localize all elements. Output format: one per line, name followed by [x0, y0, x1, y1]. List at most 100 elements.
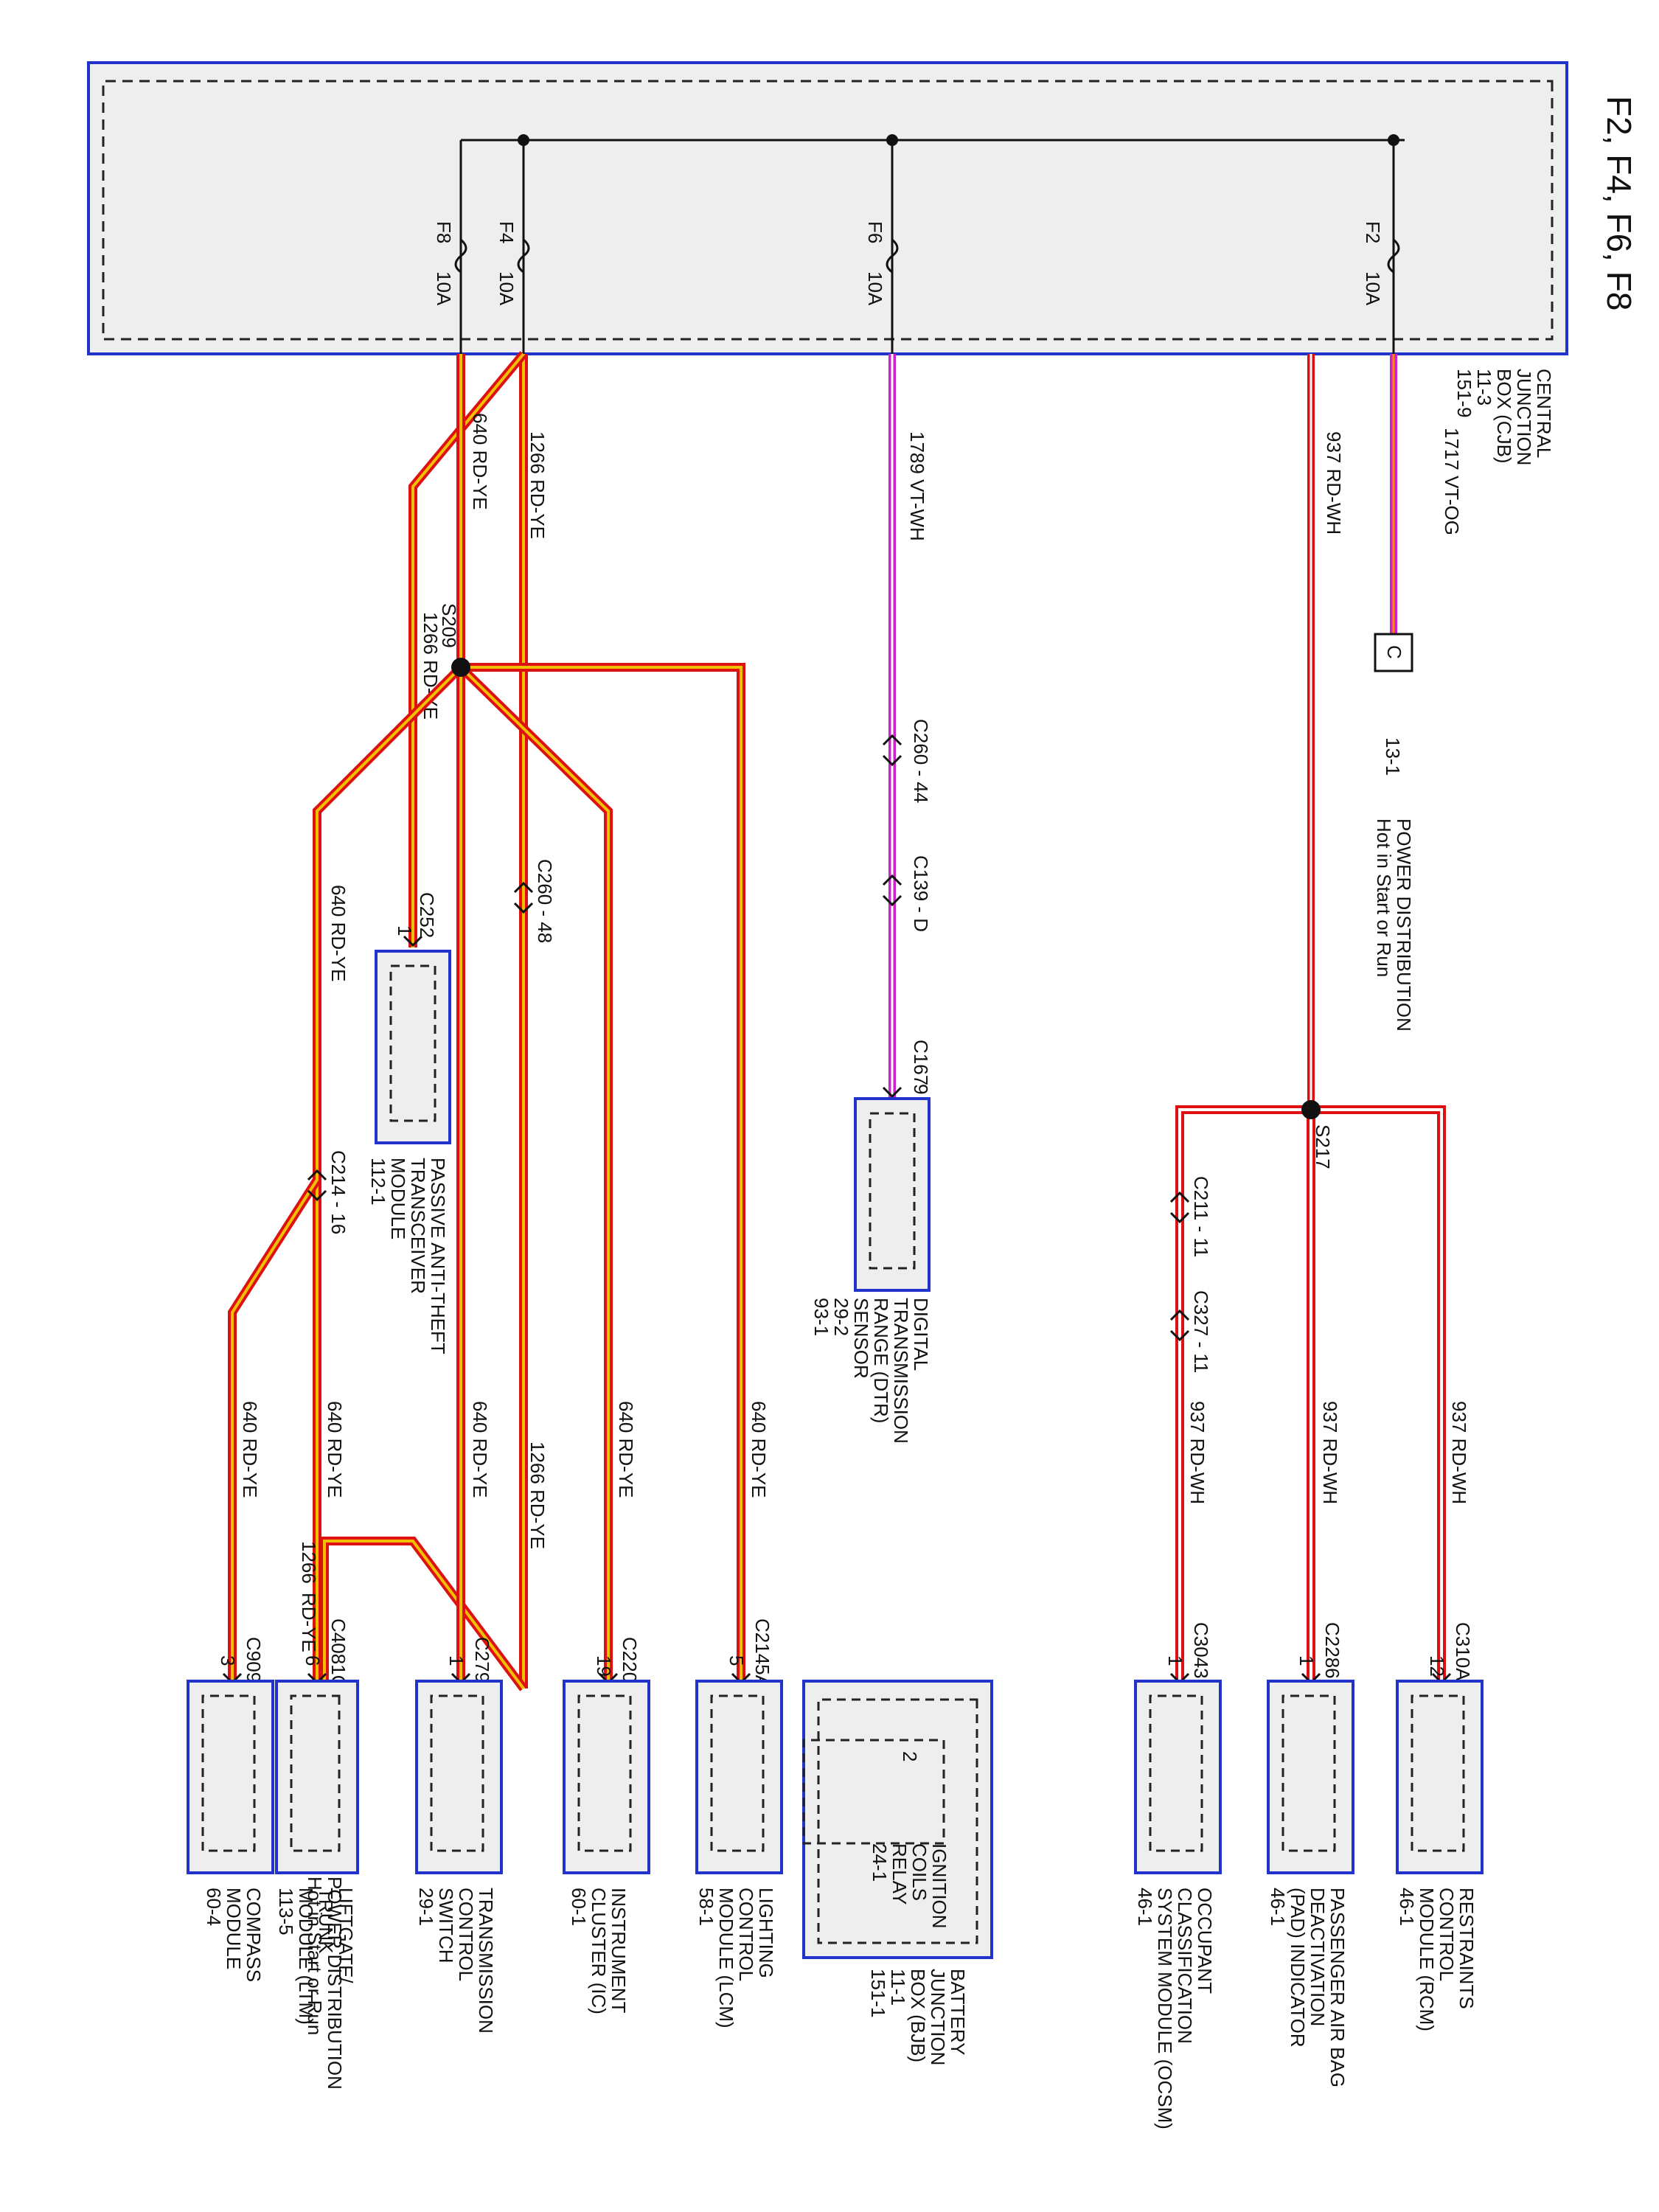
- fuse-rating: 10A: [433, 271, 455, 306]
- module-name-1: LIFTGATE/: [335, 1888, 357, 1983]
- module-name-3: MODULE (RCM): [1416, 1888, 1438, 2031]
- connector-c310a-pin: 12: [1426, 1655, 1448, 1677]
- relay-pin: 2: [899, 1751, 921, 1761]
- module-name-2: DEACTIVATION: [1307, 1888, 1329, 2026]
- module-pad: PASSENGER AIR BAG DEACTIVATION (PAD) IND…: [1267, 1680, 1354, 2087]
- wire-label-640-ltm: 640 RD-YE: [324, 1401, 346, 1498]
- module-name-2: JUNCTION: [927, 1969, 949, 2065]
- module-name-2: CLASSIFICATION: [1174, 1888, 1196, 2044]
- wire-label-1266-lower: 1266 RD-YE: [526, 1441, 549, 1549]
- flag-line1: POWER DISTRIBUTION: [1393, 818, 1415, 1032]
- connector-c3043: C3043: [1190, 1622, 1212, 1679]
- wire-1266-pats: 1266 RD-YE: [408, 351, 527, 947]
- wire-label: 1266 RD-YE: [526, 431, 549, 539]
- wire-label: 937 RD-WH: [1323, 431, 1345, 535]
- module-name-2: TRUNK: [315, 1888, 337, 1954]
- module-ref-1: 113-5: [275, 1888, 297, 1935]
- relay-name-1: IGNITION: [928, 1843, 950, 1929]
- module-name-2: CONTROL: [735, 1888, 757, 1981]
- relay-name-2: COILS: [908, 1843, 931, 1901]
- connector-c220: C220: [619, 1637, 641, 1683]
- module-name-3: SWITCH: [435, 1888, 457, 1964]
- module-ref-1: 46-1: [1134, 1888, 1156, 1926]
- module-ref-1: 60-1: [568, 1888, 590, 1926]
- module-ref-1: 58-1: [695, 1888, 717, 1926]
- page-title: F2, F4, F6, F8: [1600, 96, 1638, 310]
- connector-c252: C252: [416, 892, 438, 938]
- module-name-1: RESTRAINTS: [1455, 1888, 1478, 2009]
- fuse-name: F8: [433, 221, 455, 243]
- wire-640-compass: [228, 1177, 321, 1681]
- module-dtr: DIGITAL TRANSMISSION RANGE (DTR) SENSOR …: [810, 1097, 932, 1444]
- module-tcs: TRANSMISSION CONTROL SWITCH 29-1: [415, 1680, 503, 2034]
- connector-c220-pin: 19: [593, 1655, 615, 1677]
- connector-c252-pin: 1: [394, 925, 416, 936]
- module-pats: PASSIVE ANTI-THEFT TRANSCEIVER MODULE 11…: [367, 950, 451, 1354]
- flag-line2: Hot in Start or Run: [1373, 818, 1395, 977]
- wire-label-640-compass: 640 RD-YE: [239, 1401, 261, 1498]
- wire-640-ltm: 640 RD-YE: [313, 664, 465, 1681]
- wire-1266-p: [320, 1537, 527, 1696]
- module-name-3: BOX (BJB): [907, 1969, 929, 2062]
- module-name-2: CONTROL: [455, 1888, 477, 1981]
- module-name-1: PASSIVE ANTI-THEFT: [427, 1158, 449, 1354]
- module-name-3: MODULE: [387, 1158, 409, 1239]
- wire-937-rcm: [1311, 1105, 1446, 1681]
- connector-c909-pin: 3: [217, 1655, 239, 1666]
- module-name-2: CLUSTER (IC): [588, 1888, 610, 2014]
- connector-c260-48: C260 - 48: [534, 859, 556, 943]
- module-name-3: (PAD) INDICATOR: [1287, 1888, 1309, 2048]
- module-name-1: OCCUPANT: [1194, 1888, 1216, 1994]
- cjb-name-line1: CENTRAL: [1533, 369, 1555, 458]
- wire-1789: 1789 VT-WH: [888, 354, 928, 1099]
- fuse-rating: 10A: [1362, 271, 1384, 306]
- module-lcm: LIGHTING CONTROL MODULE (LCM) 58-1: [695, 1680, 783, 2028]
- central-junction-box: [87, 61, 1568, 355]
- connector-c3043-pin: 1: [1164, 1655, 1186, 1666]
- module-name-1: BATTERY: [947, 1969, 969, 2056]
- module-name-4: SENSOR: [850, 1298, 872, 1379]
- wire-label: 640 RD-YE: [327, 885, 349, 982]
- wire-label-937-pad: 937 RD-WH: [1319, 1401, 1341, 1504]
- module-name-3: MODULE (LCM): [715, 1888, 737, 2028]
- wire-label: 1717 VT-OG: [1441, 428, 1463, 535]
- splice-s209-label: S209: [438, 603, 460, 648]
- module-name-3: SYSTEM MODULE (OCSM): [1154, 1888, 1176, 2129]
- module-ltm: LIFTGATE/ TRUNK MODULE (LTM) 113-5: [275, 1680, 359, 2025]
- connector-c211-11: C211 - 11: [1190, 1176, 1212, 1257]
- wire-937: 937 RD-WH: [1307, 354, 1345, 1110]
- fuse-name: F6: [864, 221, 886, 243]
- module-name-2: CONTROL: [1436, 1888, 1458, 1981]
- connector-c279: C279: [471, 1637, 493, 1683]
- flag-line2: Hot in Start or Run: [304, 1877, 326, 2035]
- wire-1717: 1717 VT-OG: [1390, 354, 1463, 634]
- splice-s217-label: S217: [1312, 1124, 1334, 1169]
- connector-c2286: C2286: [1321, 1622, 1343, 1679]
- module-name-1: TRANSMISSION: [475, 1888, 497, 2034]
- wire-label-640-ic: 640 RD-YE: [615, 1401, 637, 1498]
- module-ref-1: 46-1: [1267, 1888, 1289, 1926]
- module-ref-1: 11-1: [887, 1969, 909, 2006]
- connector-c214-16: C214 - 16: [327, 1150, 349, 1234]
- module-name-1: INSTRUMENT: [608, 1888, 630, 2014]
- module-ref-2: 151-1: [867, 1969, 889, 2018]
- wire-640-lcm: [461, 663, 745, 1681]
- module-ic: INSTRUMENT CLUSTER (IC) 60-1: [563, 1680, 650, 2014]
- flag-line1: POWER DISTRIBUTION: [324, 1877, 346, 2090]
- power-distribution-c: C 13-1 POWER DISTRIBUTION Hot in Start o…: [1373, 633, 1415, 1032]
- wire-label-937-ocsm: 937 RD-WH: [1186, 1401, 1208, 1504]
- module-name-2: MODULE: [223, 1888, 245, 1969]
- cjb-name-line3: BOX (CJB): [1493, 369, 1515, 464]
- fuse-name: F2: [1362, 221, 1384, 243]
- wire-640-ic: [457, 664, 613, 1681]
- cjb-ref-2: 151-9: [1453, 369, 1475, 418]
- connector-c260-44: C260 - 44: [910, 719, 932, 803]
- wire-label-640-tcs: 640 RD-YE: [469, 1401, 491, 1498]
- cjb-name-line2: JUNCTION: [1513, 369, 1535, 465]
- module-name-1: LIGHTING: [755, 1888, 777, 1978]
- wire-label: 1789 VT-WH: [906, 431, 928, 541]
- connector-c4081c: C4081C: [327, 1618, 349, 1688]
- module-ref-1: 112-1: [367, 1158, 389, 1206]
- splice-s217-dot: [1301, 1100, 1321, 1119]
- wire-label-1266-p-num: 1266: [298, 1541, 320, 1584]
